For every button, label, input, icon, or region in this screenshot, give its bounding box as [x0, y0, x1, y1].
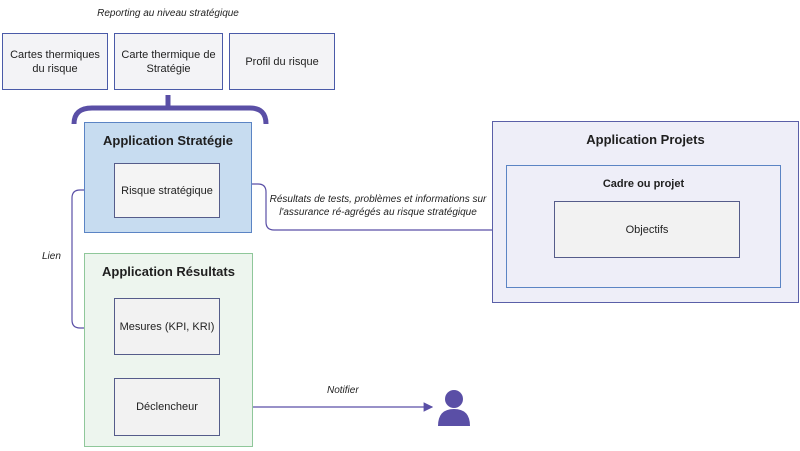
objectives-label: Objectifs	[625, 223, 669, 236]
strategy-app-title: Application Stratégie	[102, 133, 234, 148]
measures-node: Mesures (KPI, KRI)	[114, 298, 220, 355]
report-heatmap-strategy: Carte thermique de Stratégie	[114, 33, 223, 90]
frame-title: Cadre ou projet	[602, 178, 685, 190]
results-flow-label: Résultats de tests, problèmes et informa…	[269, 194, 487, 218]
strategic-risk-label: Risque stratégique	[121, 184, 213, 197]
person-icon	[438, 390, 470, 426]
reporting-label: Reporting au niveau stratégique	[97, 8, 239, 19]
link-label: Lien	[42, 251, 61, 262]
grouping-brace	[71, 105, 269, 125]
report-risk-profile: Profil du risque	[229, 33, 335, 90]
notify-label: Notifier	[327, 385, 359, 396]
report-heatmap-risk: Cartes thermiques du risque	[2, 33, 108, 90]
report-heatmap-strategy-label: Carte thermique de Stratégie	[121, 48, 216, 75]
strategic-risk-node: Risque stratégique	[114, 163, 220, 218]
results-app-title: Application Résultats	[102, 264, 235, 279]
objectives-node: Objectifs	[554, 201, 740, 258]
projects-app-title: Application Projets	[586, 132, 705, 147]
results-connector	[219, 183, 553, 235]
trigger-node: Déclencheur	[114, 378, 220, 436]
measures-label: Mesures (KPI, KRI)	[119, 320, 215, 333]
report-heatmap-risk-label: Cartes thermiques du risque	[10, 48, 100, 75]
trigger-label: Déclencheur	[136, 401, 198, 413]
link-connector	[71, 189, 114, 333]
report-risk-profile-label: Profil du risque	[245, 55, 319, 68]
